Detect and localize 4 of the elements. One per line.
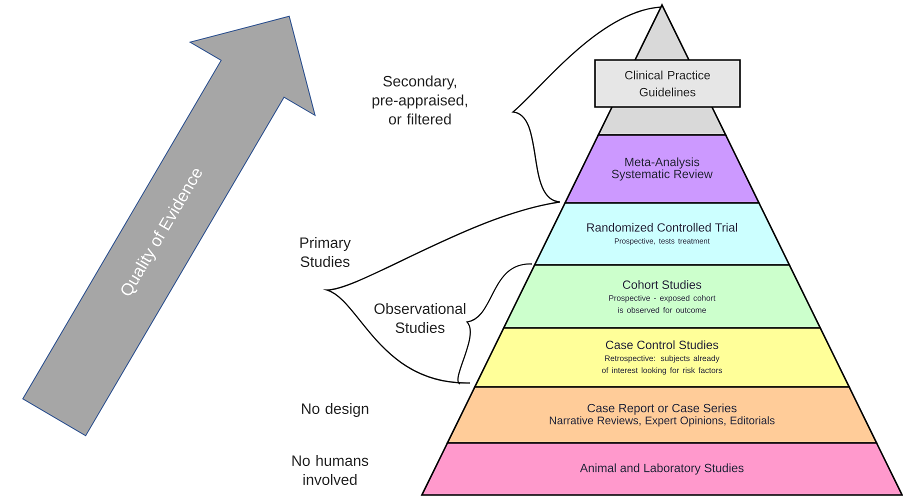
- side-label: No humans involved: [292, 454, 368, 485]
- side-label: Secondary, pre-appraised, or filtered: [372, 76, 467, 124]
- side-label: Observational Studies: [374, 303, 466, 333]
- guideline-box: Clinical Practice Guidelines: [594, 59, 741, 108]
